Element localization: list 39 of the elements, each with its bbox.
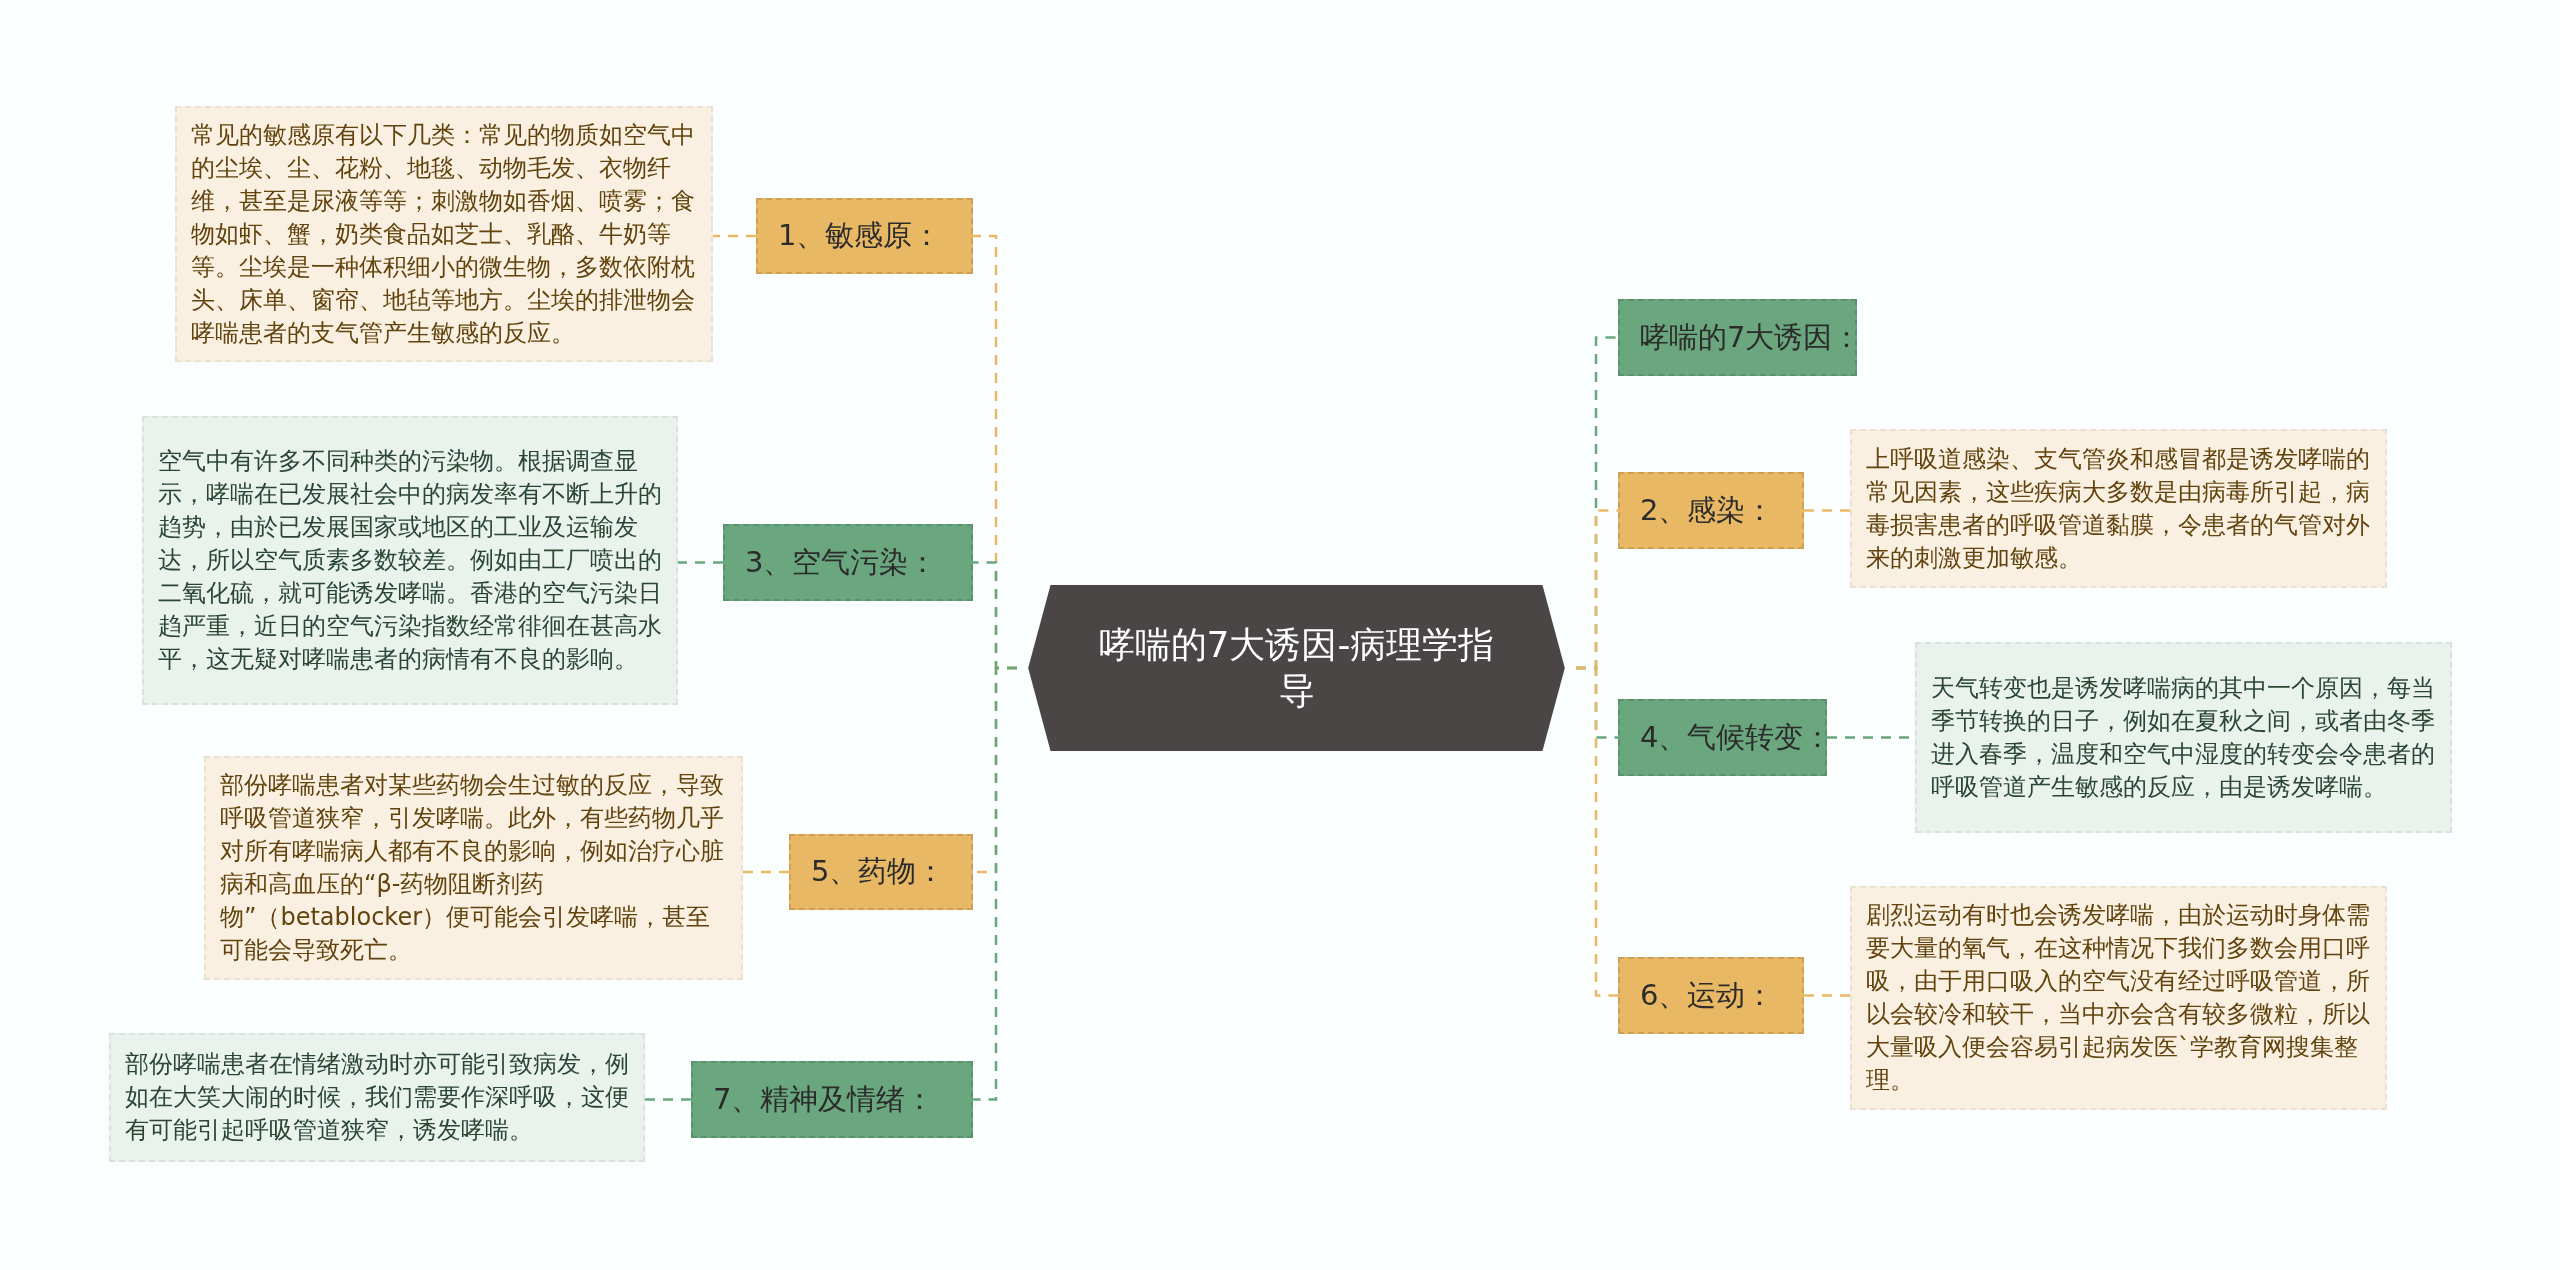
topic-box <box>1618 472 1804 549</box>
note-box <box>1915 642 2452 833</box>
note-text: 部份哮喘患者对某些药物会生过敏的反应，导致呼吸管道狭窄，引发哮喘。此外，有些药物几乎对所有哮喘病人都有不良的影响，例如治疗心脏病和高血压的“β-药物阻断剂药物”（betablocker）便可能会引发哮喘，甚至可能会导致死亡。 <box>220 770 725 966</box>
note-box <box>204 756 743 980</box>
note-box <box>175 106 713 362</box>
topic-box <box>756 198 973 274</box>
topic-label: 哮喘的7大诱因： <box>1640 318 1862 356</box>
connector <box>678 561 723 564</box>
topic-label: 3、空气污染： <box>745 543 938 581</box>
title-text: 哮喘的7大诱因-病理学指导 <box>1097 623 1496 713</box>
connector <box>743 870 789 874</box>
topic-box <box>789 834 973 910</box>
note-text: 剧烈运动有时也会诱发哮喘，由於运动时身体需要大量的氧气，在这种情况下我们多数会用口呼吸，由于用口吸入的空气没有经过呼吸管道，所以会较冷和较干，当中亦会含有较多微粒，所以大量吸入便会容易引起病发医`学教育网搜集整理。 <box>1866 900 2371 1096</box>
note-box <box>1850 429 2387 588</box>
topic-box <box>1618 299 1857 376</box>
topic-box <box>691 1061 973 1138</box>
note-box <box>1850 886 2387 1110</box>
topic-box <box>1618 699 1827 776</box>
connector <box>1576 666 1618 997</box>
note-text: 常见的敏感原有以下几类：常见的物质如空气中的尘埃、尘、花粉、地毯、动物毛发、衣物纤维，甚至是尿液等等；刺激物如香烟、喷雾；食物如虾、蟹，奶类食品如芝士、乳酪、牛奶等等。尘埃是一种体积细小的微生物，多数依附枕头、床单、窗帘、地毡等地方。尘埃的排泄物会哮喘患者的支气管产生敏感的反应。 <box>191 119 696 349</box>
connector <box>1804 994 1850 997</box>
note-text: 上呼吸道感染、支气管炎和感冒都是诱发哮喘的常见因素，这些疾病大多数是由病毒所引起，病毒损害患者的呼吸管道黏膜，令患者的气管对外来的刺激更加敏感。 <box>1866 443 2371 574</box>
topic-label: 1、敏感原： <box>778 217 942 254</box>
topic-label: 4、气候转变： <box>1640 718 1833 756</box>
connector <box>1804 509 1850 512</box>
topic-box <box>1618 957 1804 1034</box>
note-box <box>142 416 678 705</box>
note-box <box>109 1033 645 1162</box>
note-text: 空气中有许多不同种类的污染物。根据调查显示，哮喘在已发展社会中的病发率有不断上升的趋势，由於已发展国家或地区的工业及运输发达，所以空气质素多数较差。例如由工厂喷出的二氧化硫，就可能诱发哮喘。香港的空气污染日趋严重，近日的空气污染指数经常徘徊在甚高水平，这无疑对哮喘患者的病情有不良的影响。 <box>158 446 662 675</box>
connector <box>645 1098 691 1101</box>
connector <box>713 234 756 238</box>
topic-box <box>723 524 973 601</box>
topic-label: 7、精神及情绪： <box>713 1080 935 1118</box>
topic-label: 2、感染： <box>1640 491 1775 529</box>
note-text: 部份哮喘患者在情绪激动时亦可能引致病发，例如在大笑大闹的时候，我们需要作深呼吸，这便有可能引起呼吸管道狭窄，诱发哮喘。 <box>125 1049 629 1146</box>
note-text: 天气转变也是诱发哮喘病的其中一个原因，每当季节转换的日子，例如在夏秋之间，或者由冬季进入春季，温度和空气中湿度的转变会令患者的呼吸管道产生敏感的反应，由是诱发哮喘。 <box>1931 672 2436 803</box>
topic-label: 5、药物： <box>811 853 946 890</box>
connector <box>973 666 1017 1101</box>
topic-label: 6、运动： <box>1640 976 1775 1014</box>
